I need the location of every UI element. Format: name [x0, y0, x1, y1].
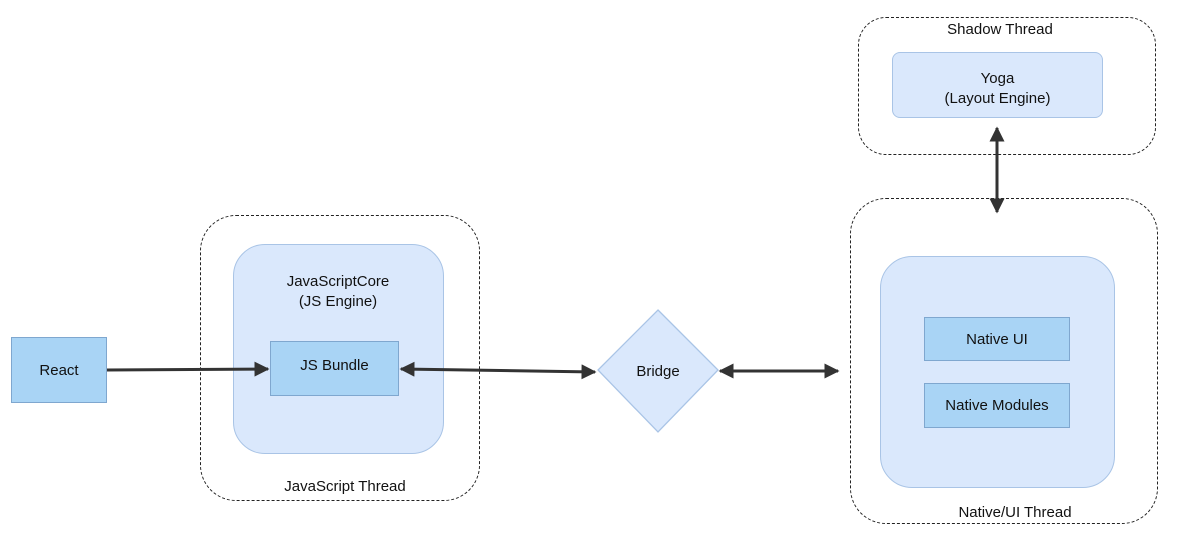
js-bundle-box: JS Bundle	[270, 341, 399, 396]
shadow-thread-label: Shadow Thread	[947, 21, 1053, 38]
native-ui-label: Native UI	[966, 330, 1028, 348]
js-engine-label: JavaScriptCore (JS Engine)	[286, 273, 390, 310]
yoga-label: Yoga (Layout Engine)	[944, 70, 1051, 107]
react-label: React	[39, 361, 79, 379]
react-box: React	[11, 337, 107, 403]
arrow-react-to-js-bundle	[106, 361, 270, 377]
shadow-thread-container	[858, 17, 1156, 155]
bridge-diamond	[597, 309, 719, 433]
native-modules-box: Native Modules	[924, 383, 1070, 428]
javascript-thread-container	[200, 215, 480, 501]
bridge-label: Bridge	[636, 363, 680, 380]
arrow-js-bundle-bridge	[399, 361, 597, 380]
native-ui-box: Native UI	[924, 317, 1070, 361]
native-thread-label: Native/UI Thread	[958, 504, 1072, 521]
js-bundle-label: JS Bundle	[300, 357, 369, 374]
yoga-box	[892, 52, 1103, 118]
native-modules-label: Native Modules	[945, 397, 1049, 414]
js-engine-container	[233, 244, 444, 454]
native-container	[880, 256, 1115, 488]
javascript-thread-label: JavaScript Thread	[284, 478, 406, 495]
